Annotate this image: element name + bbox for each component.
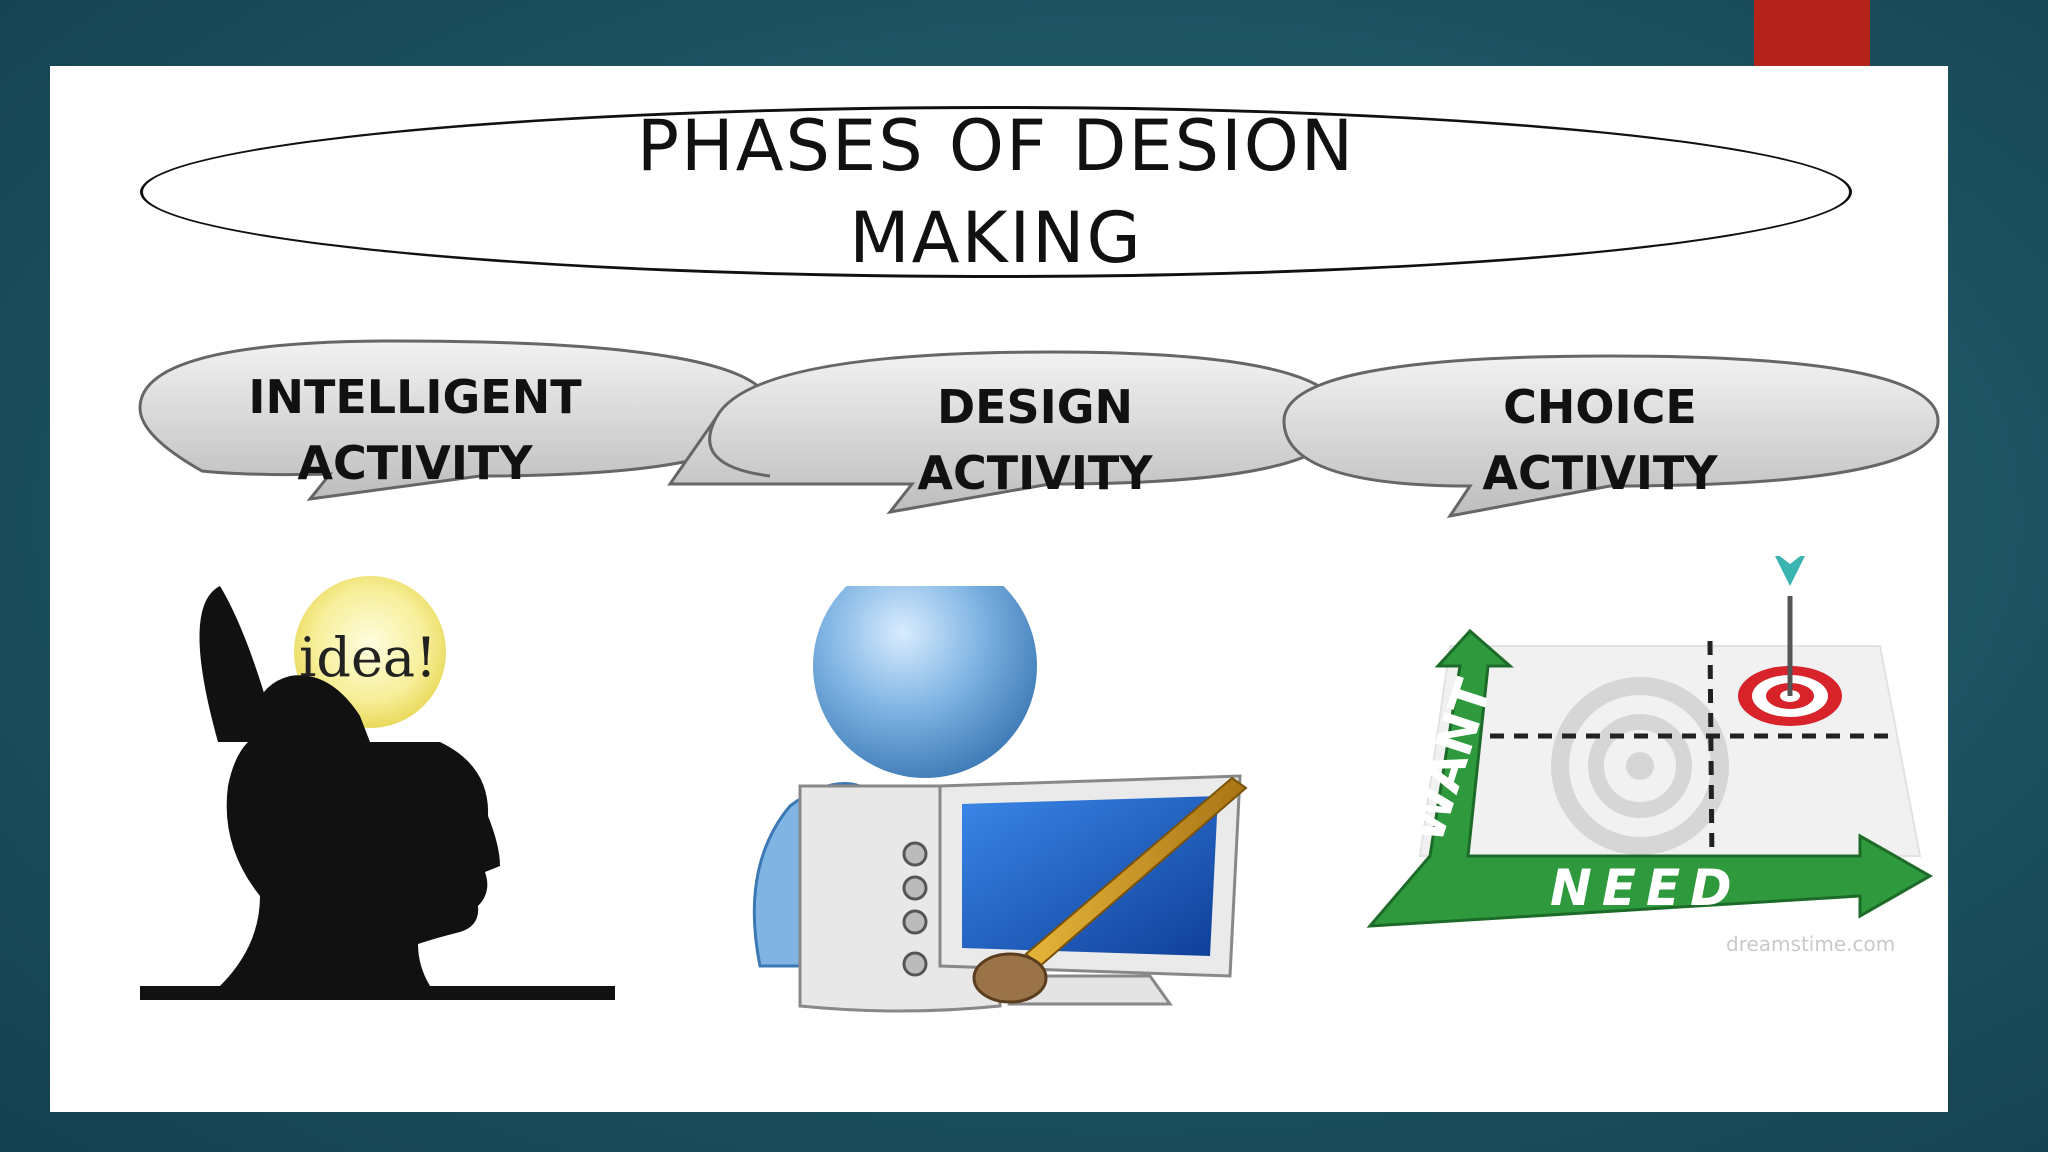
idea-bulb-text: idea!	[299, 626, 437, 689]
title-ellipse: PHASES OF DESION MAKING	[140, 105, 1852, 279]
target-icon	[1738, 556, 1842, 726]
want-need-target-icon: WANT NEED	[1366, 556, 1934, 928]
bubble-intelligent	[138, 339, 772, 501]
need-label: NEED	[1550, 859, 1742, 917]
designer-computer-icon	[752, 586, 1248, 1013]
accent-bar	[1754, 0, 1870, 66]
bubble-choice	[1282, 354, 1940, 519]
head-silhouette	[220, 742, 500, 986]
person-head	[813, 586, 1037, 778]
slide-canvas: PHASES OF DESION MAKING INTELLIGENT ACTI…	[50, 66, 1948, 1112]
phase-bubbles	[138, 339, 1940, 519]
head-idea-icon: idea!	[140, 576, 615, 1000]
open-skull-flap	[199, 586, 278, 742]
monitor-screen	[962, 796, 1218, 956]
phase-label-choice: CHOICE ACTIVITY	[1482, 380, 1718, 500]
want-need-axes	[1366, 628, 1934, 928]
phase-label-intelligent: INTELLIGENT ACTIVITY	[248, 370, 582, 490]
watermark: dreamstime.com	[1726, 932, 1896, 956]
page-title: PHASES OF DESION MAKING	[636, 105, 1356, 279]
phase-label-design: DESIGN ACTIVITY	[917, 380, 1153, 500]
